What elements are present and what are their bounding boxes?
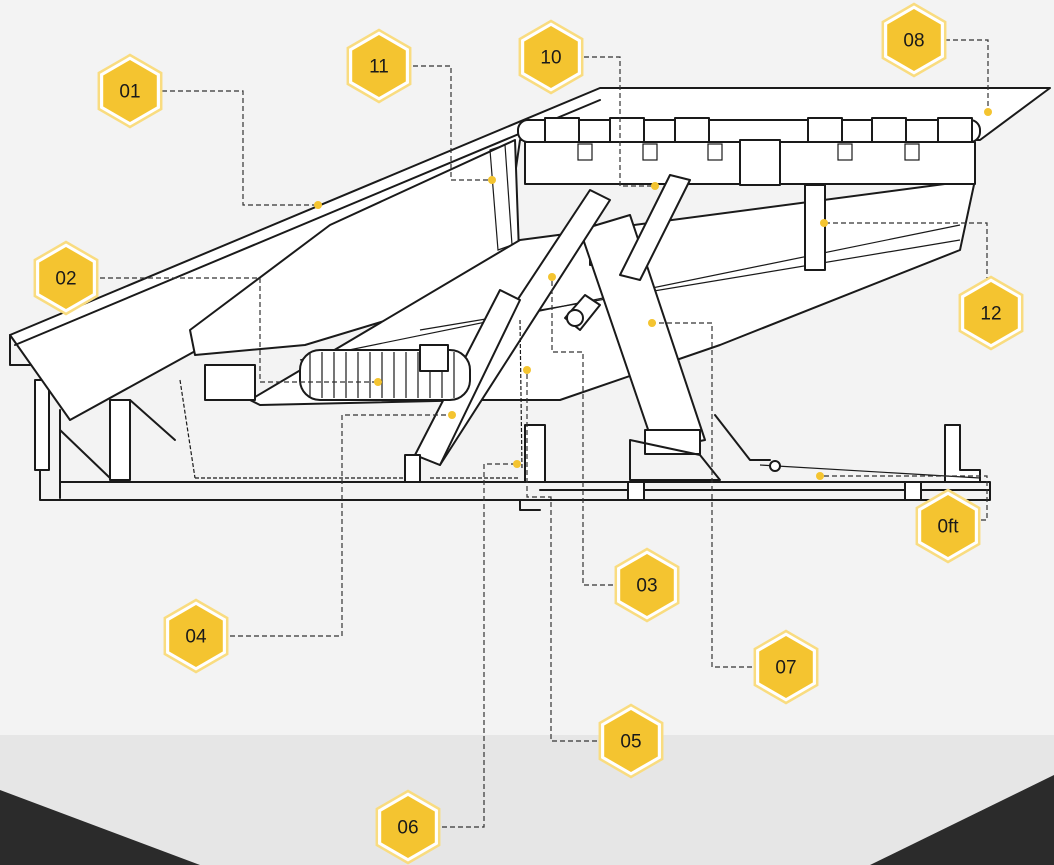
- callout-03: 03: [614, 547, 680, 623]
- callout-label: 04: [185, 627, 207, 648]
- callout-hex: [524, 26, 578, 88]
- callout-11: 11: [346, 28, 412, 104]
- callout-hex: [352, 35, 406, 97]
- callout-hex: [103, 60, 157, 122]
- callout-02: 02: [33, 240, 99, 316]
- callout-label: 07: [775, 658, 796, 679]
- footer-dark-right: [870, 775, 1054, 865]
- callout-label: 12: [980, 304, 1001, 325]
- lift-spring: [299, 344, 471, 401]
- callout-07: 07: [753, 629, 819, 705]
- callout-08: 08: [881, 2, 947, 78]
- callout-layer: 01 02 03 04 05 06 07 08 10 11 12 0ft: [33, 2, 1024, 865]
- callout-hex: [620, 554, 674, 616]
- footer-dark-left: [0, 790, 200, 865]
- callout-04: 04: [163, 598, 229, 674]
- callout-label: 01: [119, 82, 140, 103]
- callout-hex: [604, 710, 658, 772]
- callout-hex: [964, 282, 1018, 344]
- callout-label: 02: [55, 269, 76, 290]
- callout-0ft: 0ft: [915, 488, 981, 564]
- leader-lines: [100, 39, 989, 828]
- callout-hex: [381, 796, 435, 858]
- callout-12: 12: [958, 275, 1024, 351]
- callout-label: 11: [369, 57, 389, 78]
- footer-light-band: [0, 735, 1054, 865]
- target-dots: [314, 108, 992, 480]
- callout-hex: [759, 636, 813, 698]
- callout-label: 03: [636, 576, 657, 597]
- callout-06: 06: [375, 789, 441, 865]
- callout-label: 06: [397, 818, 418, 839]
- callout-label: 05: [620, 732, 641, 753]
- callout-label: 0ft: [937, 517, 959, 538]
- callout-hex: [887, 9, 941, 71]
- callout-hex: [39, 247, 93, 309]
- callout-hex: [169, 605, 223, 667]
- callout-10: 10: [518, 19, 584, 95]
- callout-label: 08: [903, 31, 924, 52]
- leveler-illustration: [9, 87, 1051, 511]
- callout-hex: [921, 495, 975, 557]
- callout-label: 10: [540, 48, 561, 69]
- callout-01: 01: [97, 53, 163, 129]
- callout-05: 05: [598, 703, 664, 779]
